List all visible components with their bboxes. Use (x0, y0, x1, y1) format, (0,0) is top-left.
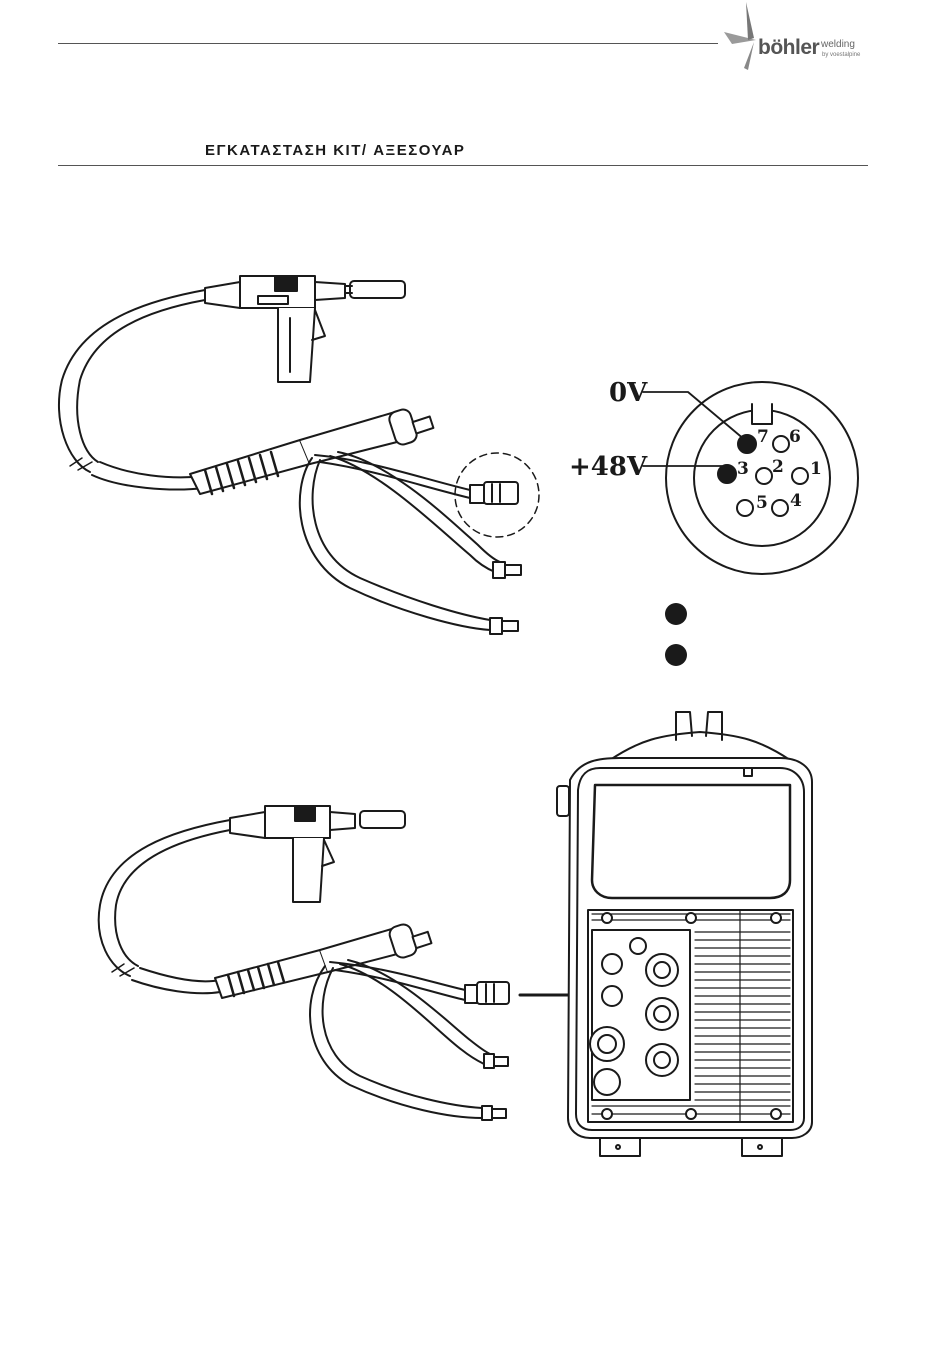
welding-machine (557, 712, 812, 1156)
pin-label-5: 5 (756, 493, 768, 513)
pin-6 (773, 436, 789, 452)
legend-dot-1 (665, 603, 687, 625)
pin-label-4: 4 (790, 491, 802, 511)
pin-1 (792, 468, 808, 484)
legend-dot-2 (665, 644, 687, 666)
voltage-48v-label: +48V (569, 452, 648, 482)
pin-label-1: 1 (810, 459, 822, 479)
spool-gun-bottom (99, 806, 509, 1120)
pin-label-6: 6 (789, 427, 801, 447)
spool-gun-top (59, 276, 539, 634)
pin-label-2: 2 (772, 457, 784, 477)
pin-2 (756, 468, 772, 484)
pin-label-7: 7 (757, 427, 769, 447)
pin-4 (772, 500, 788, 516)
connector-pin-diagram (643, 382, 858, 574)
pin-5 (737, 500, 753, 516)
pin-label-3: 3 (737, 459, 749, 479)
voltage-0v-label: 0V (609, 378, 648, 408)
pin-3 (718, 465, 736, 483)
pin-7 (738, 435, 756, 453)
